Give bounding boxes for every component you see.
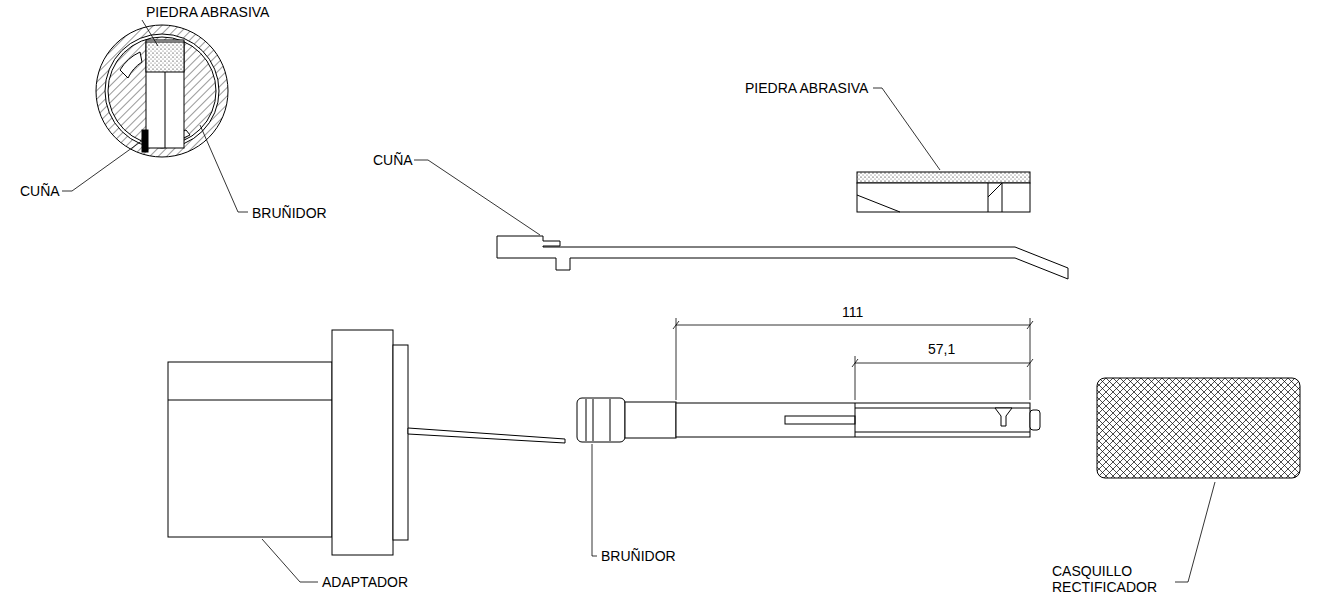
part-label: CUÑA: [373, 152, 413, 168]
hone-body: [577, 398, 1040, 442]
part-label: CASQUILLO RECTIFICADOR: [1052, 563, 1170, 595]
part-label: BRUÑIDOR: [601, 548, 676, 564]
part-label: CUÑA: [20, 183, 60, 199]
cross-section: [96, 25, 228, 157]
dimension-value: 111: [842, 304, 863, 320]
abrasive-stone: [857, 172, 1030, 212]
part-label: ADAPTADOR: [322, 574, 408, 590]
part-label: PIEDRA ABRASIVA: [745, 80, 868, 96]
sleeve: [1097, 378, 1300, 478]
dimension-value: 57,1: [928, 341, 955, 357]
wedge: [497, 236, 1068, 279]
adapter: [168, 330, 565, 555]
leader-lines: [62, 20, 1215, 582]
dimension-lines: [673, 318, 1033, 400]
part-label: BRUÑIDOR: [252, 205, 327, 221]
part-label: PIEDRA ABRASIVA: [146, 4, 269, 20]
